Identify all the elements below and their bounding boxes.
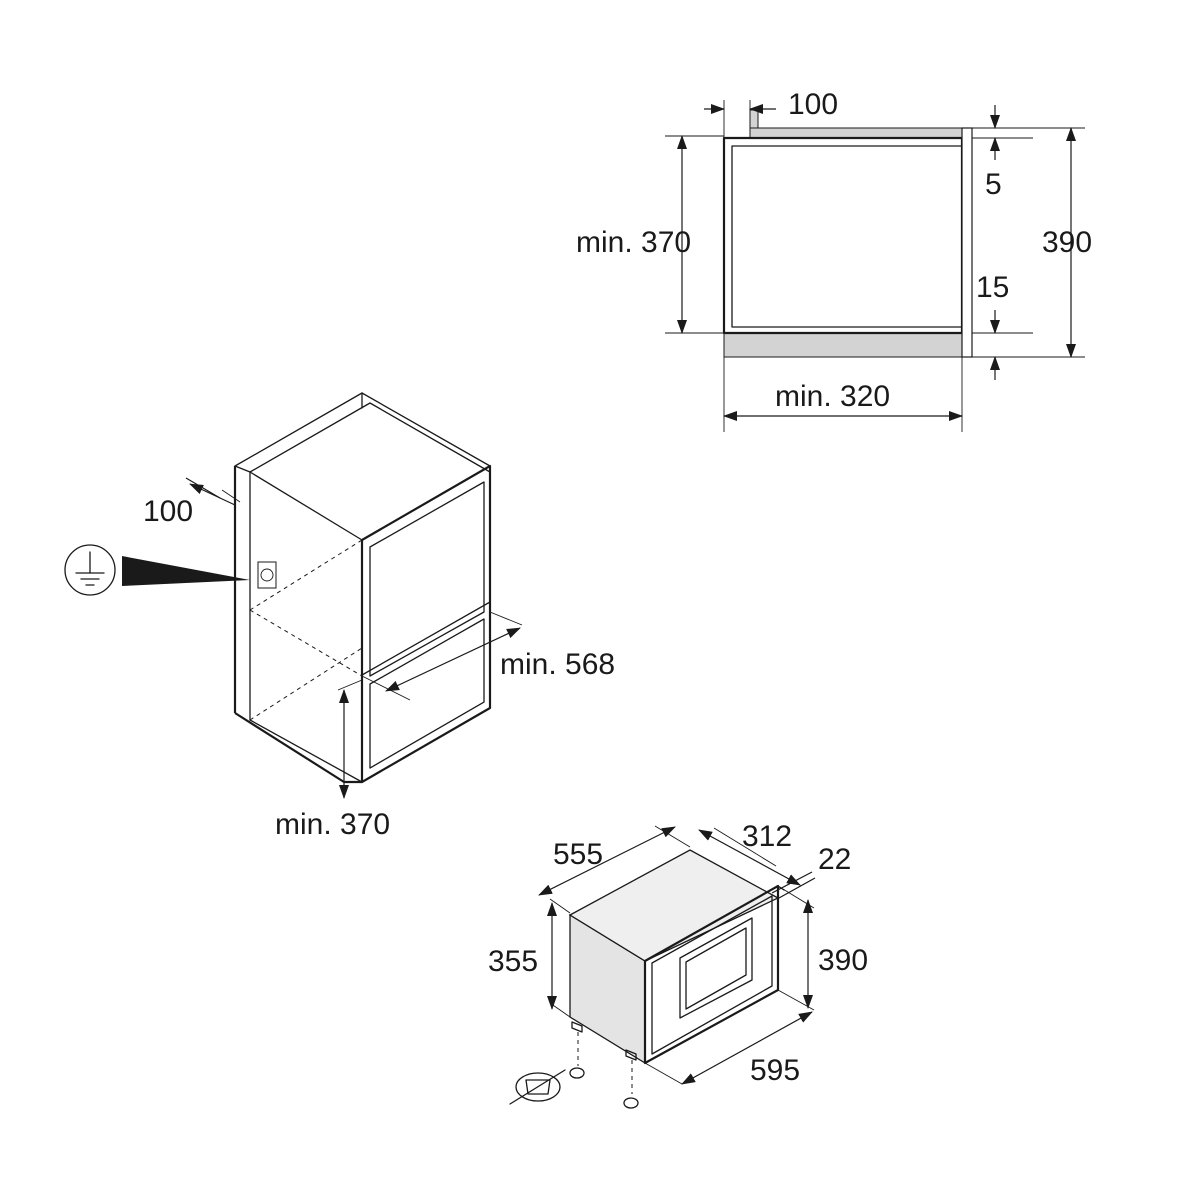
section-inner-frame [731, 145, 963, 328]
label-section-top-100: 100 [788, 88, 838, 121]
section-view: 100 5 min. 370 390 15 min. 320 [576, 88, 1092, 432]
label-section-min-width: min. 320 [775, 380, 890, 413]
label-appliance-width: 595 [750, 1054, 800, 1087]
label-appliance-body-height: 355 [488, 945, 538, 978]
label-cabinet-100: 100 [143, 495, 193, 528]
label-section-gap-15: 15 [976, 271, 1009, 304]
label-appliance-top-depth: 312 [742, 820, 792, 853]
label-appliance-height: 390 [818, 944, 868, 977]
section-bottom-shelf [723, 332, 963, 358]
section-upstand [749, 109, 759, 129]
section-top-shelf-fill [749, 127, 963, 139]
label-cabinet-depth: min. 568 [500, 648, 615, 681]
socket-pointer [122, 556, 250, 586]
section-front-panel [961, 127, 973, 358]
label-appliance-depth: 555 [553, 838, 603, 871]
appliance-view: 555 312 22 355 390 595 [488, 820, 868, 1109]
label-appliance-frame: 22 [818, 843, 851, 876]
power-socket-icon [257, 561, 277, 589]
cabinet-view: 100 min. 568 min. 370 [64, 392, 615, 841]
label-cabinet-height: min. 370 [275, 808, 390, 841]
foot-adjust-icon [509, 1069, 566, 1105]
ground-symbol-icon [64, 544, 116, 596]
label-section-min-height: min. 370 [576, 226, 691, 259]
section-cabinet-frame [722, 136, 964, 335]
label-section-gap-5: 5 [985, 168, 1002, 201]
label-section-height-390: 390 [1042, 226, 1092, 259]
